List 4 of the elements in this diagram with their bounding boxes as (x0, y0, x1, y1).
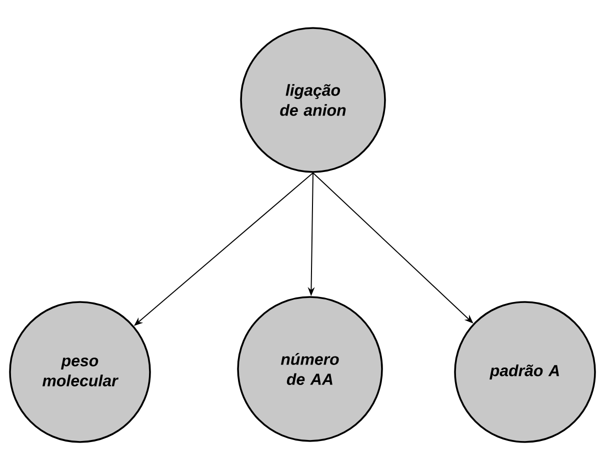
circle-node: número de AA (237, 296, 383, 442)
circle-node: padrão A (454, 301, 596, 443)
circle-node: ligação de anion (240, 27, 386, 173)
circle-node: peso molecular (9, 301, 151, 443)
